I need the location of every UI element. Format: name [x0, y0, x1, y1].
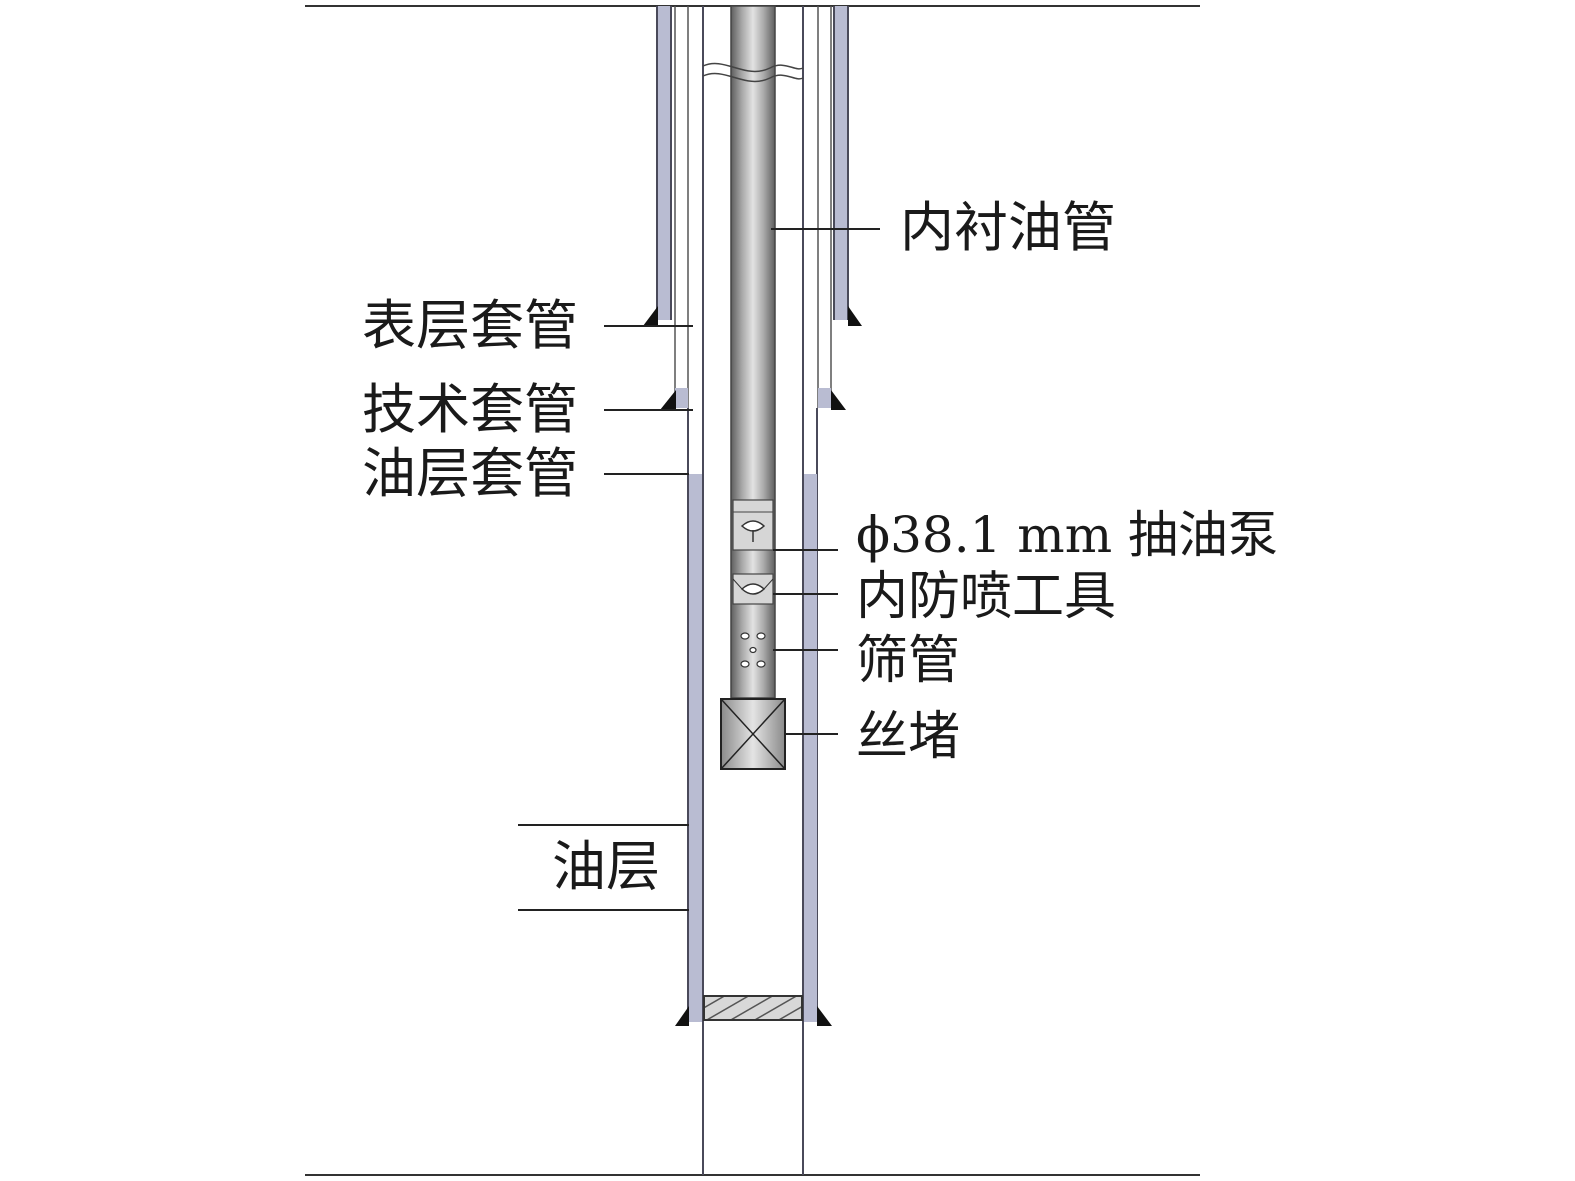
technical-casing [660, 6, 846, 410]
surface-casing [643, 6, 862, 326]
label-pump: ϕ38.1 mm 抽油泵 [856, 506, 1278, 564]
label-technical-casing: 技术套管 [362, 378, 578, 441]
label-production-casing: 油层套管 [362, 442, 578, 505]
technical-casing-shoe-left [660, 390, 676, 410]
break-mark [702, 62, 804, 73]
label-reservoir: 油层 [552, 835, 660, 898]
screen-pipe-holes [740, 632, 766, 668]
plug-body [720, 698, 786, 770]
production-casing [675, 6, 832, 1175]
label-inner-tubing: 内衬油管 [900, 196, 1116, 259]
production-casing-shoe-left [675, 1006, 689, 1026]
label-surface-casing: 表层套管 [362, 294, 578, 357]
label-plug: 丝堵 [856, 707, 960, 767]
technical-casing-shoe-right [831, 390, 846, 410]
label-screen-pipe: 筛管 [856, 631, 960, 691]
surface-casing-shoe-left [643, 306, 658, 326]
surface-casing-shoe-right [848, 306, 862, 326]
anti-blowout-tool-body [732, 573, 774, 605]
bottom-cement-plug [703, 995, 803, 1021]
production-casing-shoe-right [817, 1006, 832, 1026]
label-anti-blowout-tool: 内防喷工具 [856, 567, 1116, 627]
pump-body [732, 499, 774, 551]
